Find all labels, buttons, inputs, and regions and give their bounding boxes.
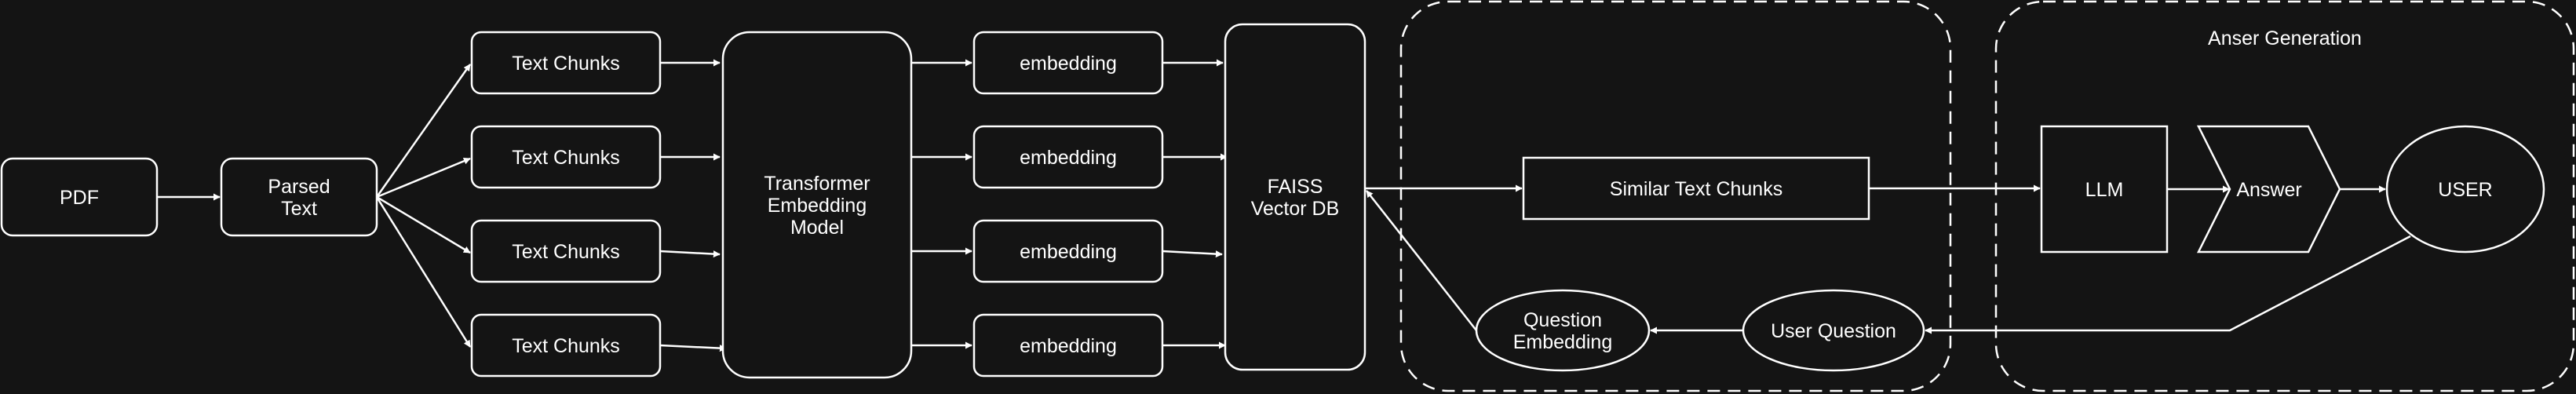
node-label-line: Parsed bbox=[268, 176, 330, 198]
node-embedding-1: embedding bbox=[972, 31, 1164, 95]
node-label-line: User Question bbox=[1771, 320, 1896, 342]
edge-question-embedding-to-vector-db bbox=[1366, 190, 1477, 331]
node-label-line: Vector DB bbox=[1251, 198, 1340, 220]
node-label-line: Text Chunks bbox=[512, 241, 620, 263]
edge-embedding-3-to-vector-db bbox=[1162, 250, 1223, 258]
node-label-line: embedding bbox=[1020, 147, 1117, 169]
node-label-line: embedding bbox=[1020, 53, 1117, 75]
edge-user-to-user-question bbox=[1925, 235, 2411, 334]
node-label-embedding-2: embedding bbox=[1020, 147, 1117, 169]
edge-parsed-text-to-chunk-2 bbox=[376, 157, 471, 199]
node-label-line: LLM bbox=[2085, 179, 2124, 201]
node-label-line: PDF bbox=[60, 187, 99, 209]
node-label-line: Embedding bbox=[1513, 331, 1612, 353]
node-answer: Answer bbox=[2196, 125, 2341, 254]
edges bbox=[157, 59, 2411, 352]
node-label-embedding-1: embedding bbox=[1020, 53, 1117, 75]
node-label-chunk-1: Text Chunks bbox=[512, 53, 620, 75]
node-label-chunk-3: Text Chunks bbox=[512, 241, 620, 263]
edge-parsed-text-to-chunk-3 bbox=[376, 195, 471, 254]
node-label-line: Embedding bbox=[768, 195, 867, 217]
node-label-pdf: PDF bbox=[60, 187, 99, 209]
edge-parsed-text-to-chunk-1 bbox=[375, 64, 472, 198]
node-label-line: embedding bbox=[1020, 335, 1117, 357]
node-embedding-2: embedding bbox=[972, 125, 1164, 189]
node-embedding-4: embedding bbox=[972, 313, 1164, 378]
node-label-line: FAISS bbox=[1268, 176, 1323, 198]
node-llm: LLM bbox=[2040, 125, 2169, 254]
group-title-answer-generation: Anser Generation bbox=[2208, 27, 2362, 49]
node-label-line: Answer bbox=[2236, 179, 2301, 201]
node-label-embedding-3: embedding bbox=[1020, 241, 1117, 263]
node-label-line: Model bbox=[790, 217, 844, 239]
group-answer-generation: Anser Generation bbox=[1994, 0, 2575, 392]
node-user-question: User Question bbox=[1742, 289, 1925, 372]
node-similar-chunks: Similar Text Chunks bbox=[1522, 156, 1870, 221]
edge-chunk-4-to-embedding-model bbox=[659, 344, 727, 352]
node-label-embedding-4: embedding bbox=[1020, 335, 1117, 357]
node-user: USER bbox=[2385, 125, 2545, 254]
node-label-line: embedding bbox=[1020, 241, 1117, 263]
node-label-user: USER bbox=[2438, 179, 2492, 201]
node-label-line: Similar Text Chunks bbox=[1610, 178, 1782, 200]
node-label-user-question: User Question bbox=[1771, 320, 1896, 342]
node-label-answer: Answer bbox=[2236, 179, 2301, 201]
node-label-llm: LLM bbox=[2085, 179, 2124, 201]
node-label-line: Transformer bbox=[764, 173, 870, 195]
edge-parsed-text-to-chunk-4 bbox=[375, 196, 472, 348]
node-label-line: Text Chunks bbox=[512, 147, 620, 169]
node-label-chunk-4: Text Chunks bbox=[512, 335, 620, 357]
node-label-line: Text bbox=[281, 198, 317, 220]
node-label-chunk-2: Text Chunks bbox=[512, 147, 620, 169]
node-embedding-3: embedding bbox=[972, 219, 1164, 283]
node-chunk-1: Text Chunks bbox=[470, 31, 662, 95]
node-label-line: Text Chunks bbox=[512, 335, 620, 357]
node-chunk-4: Text Chunks bbox=[470, 313, 662, 378]
node-chunk-2: Text Chunks bbox=[470, 125, 662, 189]
node-label-line: USER bbox=[2438, 179, 2492, 201]
node-label-similar-chunks: Similar Text Chunks bbox=[1610, 178, 1782, 200]
node-chunk-3: Text Chunks bbox=[470, 219, 662, 283]
edge-chunk-3-to-embedding-model bbox=[659, 250, 721, 258]
group-retrieval bbox=[1399, 0, 1952, 392]
node-pdf: PDF bbox=[0, 157, 159, 237]
node-label-line: Question bbox=[1523, 309, 1602, 331]
node-label-line: Text Chunks bbox=[512, 53, 620, 75]
